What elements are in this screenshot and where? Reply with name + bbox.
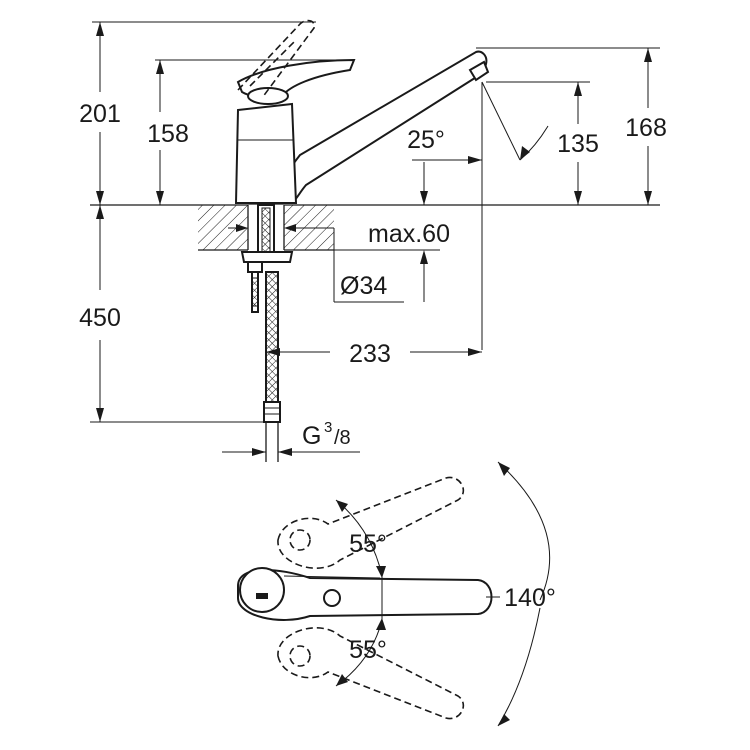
top-view: 55° 55° 140°	[237, 461, 556, 727]
top-lever	[237, 567, 493, 621]
thread-label-num: 3	[324, 419, 332, 436]
dim-angle-upper: 55°	[335, 499, 387, 578]
top-lever-rotated-right	[277, 627, 464, 720]
dim-135: 135	[486, 81, 599, 205]
faucet-cylinder	[234, 102, 298, 204]
dim-450-label: 450	[79, 304, 121, 332]
dim-168: 168	[476, 47, 667, 205]
dim-max-60: max.60	[334, 220, 450, 302]
dim-spout-angle-label: 25°	[407, 126, 445, 154]
dim-201-label: 201	[79, 100, 121, 128]
dim-135-label: 135	[557, 130, 599, 158]
hose-connector	[263, 401, 281, 423]
faucet-lever-raised	[237, 19, 316, 99]
dim-angle-total: 140°	[486, 461, 556, 727]
dim-168-label: 168	[625, 114, 667, 142]
faucet-shank	[240, 204, 294, 462]
dim-thread: G 3 /8	[222, 419, 360, 456]
dim-hole-diameter-label: Ø34	[340, 272, 387, 300]
angle-lower-label: 55°	[349, 636, 387, 664]
aerator	[468, 60, 490, 82]
side-view: 201 158 168 135	[79, 19, 667, 462]
faucet-body	[234, 19, 490, 204]
thread-label-g: G	[302, 422, 321, 450]
dim-158: 158	[147, 59, 354, 205]
dim-angle-lower: 55°	[335, 618, 387, 687]
dim-spout-angle: 25°	[407, 81, 549, 350]
dim-233: 233	[266, 340, 482, 368]
angle-upper-label: 55°	[349, 530, 387, 558]
dim-max-60-label: max.60	[368, 220, 450, 248]
thread-label-den: /8	[334, 427, 351, 449]
top-lever-rotated-left	[277, 476, 464, 569]
dim-233-label: 233	[349, 340, 391, 368]
dim-hole-diameter: Ø34	[228, 224, 404, 303]
dim-201: 201	[79, 21, 316, 205]
angle-total-label: 140°	[504, 584, 556, 612]
dim-158-label: 158	[147, 120, 189, 148]
dim-450: 450	[79, 205, 270, 423]
